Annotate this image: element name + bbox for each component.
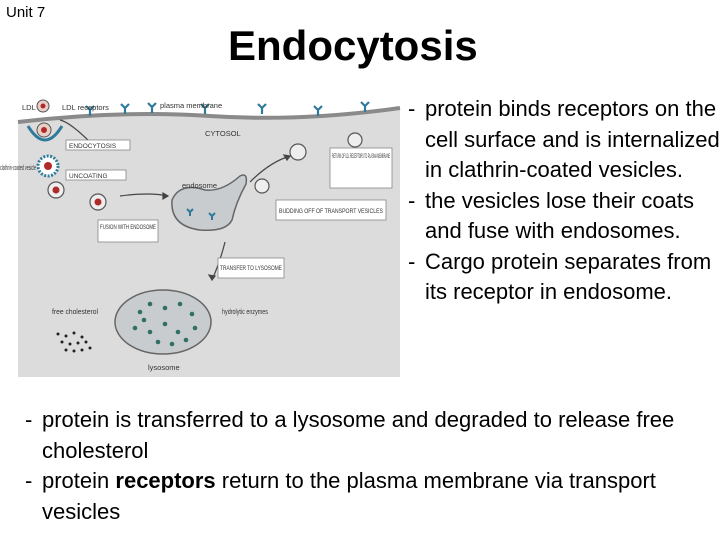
bullet-dash: -: [25, 468, 33, 493]
endosome: [171, 174, 248, 232]
bullet-text: the vesicles lose their coats and fuse w…: [425, 187, 695, 244]
bullet-dash: -: [408, 96, 416, 121]
label-ldl: LDL: [22, 103, 36, 112]
label-endosome: endosome: [182, 181, 217, 190]
endocytosis-diagram: LDL LDL receptors plasma membrane CYTOSO…: [0, 99, 401, 377]
fusing-vesicle: [89, 193, 107, 211]
uncoated-vesicle: [47, 181, 65, 199]
hydrolytic-enzymes: [132, 301, 198, 347]
label-lysosome: lysosome: [148, 363, 180, 372]
plasma-membrane: [17, 106, 401, 124]
coated-pit: [26, 125, 64, 142]
label-cytosol: CYTOSOL: [205, 129, 241, 138]
bullet-text-bold: receptors: [115, 468, 216, 493]
unit-label: Unit 7: [6, 4, 46, 21]
clathrin-coated-vesicle: [36, 154, 60, 178]
endosome-receptors: [186, 208, 216, 220]
step-boxes: [65, 139, 393, 279]
lysosome: [114, 289, 212, 355]
label-return: RETURN OF LDL RECEPTORS TO PLASMA MEMBRA…: [332, 153, 390, 160]
slide-title: Endocytosis: [228, 22, 478, 69]
ldl-receptors: [85, 101, 370, 116]
bullet-item: -protein receptors return to the plasma …: [12, 466, 712, 527]
label-ldl-receptors: LDL receptors: [62, 103, 109, 112]
transport-vesicles: [254, 132, 363, 194]
label-clathrin-coated-vesicle: clathrin-coated vesicle: [0, 163, 36, 172]
free-cholesterol-dots: [56, 331, 92, 353]
bullet-text: protein binds receptors on the cell surf…: [425, 96, 720, 182]
bullet-item: -protein binds receptors on the cell sur…: [395, 94, 720, 186]
bullet-dash: -: [408, 248, 416, 274]
label-fusion: FUSION WITH ENDOSOME: [100, 224, 156, 231]
bullet-item: -Cargo protein separates from its recept…: [395, 247, 720, 308]
label-free-cholesterol: free cholesterol: [52, 307, 98, 316]
bullet-text: Cargo protein separates from its recepto…: [425, 248, 712, 305]
label-uncoating: UNCOATING: [69, 173, 108, 180]
bullet-text: protein is transferred to a lysosome and…: [42, 407, 675, 463]
label-endocytosis: ENDOCYTOSIS: [69, 143, 117, 150]
right-bullet-list: -protein binds receptors on the cell sur…: [395, 94, 720, 308]
bullet-dash: -: [408, 187, 416, 213]
label-transfer: TRANSFER TO LYSOSOME: [220, 265, 282, 272]
bullet-dash: -: [25, 407, 33, 432]
bullet-text-post: return to the plasma membrane via transp…: [42, 468, 656, 524]
label-budding: BUDDING OFF OF TRANSPORT VESICLES: [279, 208, 384, 215]
bullet-item: -the vesicles lose their coats and fuse …: [395, 186, 720, 247]
label-hydrolytic-enzymes: hydrolytic enzymes: [222, 307, 268, 316]
label-plasma-membrane: plasma membrane: [160, 101, 222, 110]
bottom-bullet-list: -protein is transferred to a lysosome an…: [12, 405, 712, 527]
bullet-text-pre: protein: [42, 468, 116, 493]
bullet-item: -protein is transferred to a lysosome an…: [12, 405, 712, 466]
ldl-particles: [36, 99, 52, 138]
